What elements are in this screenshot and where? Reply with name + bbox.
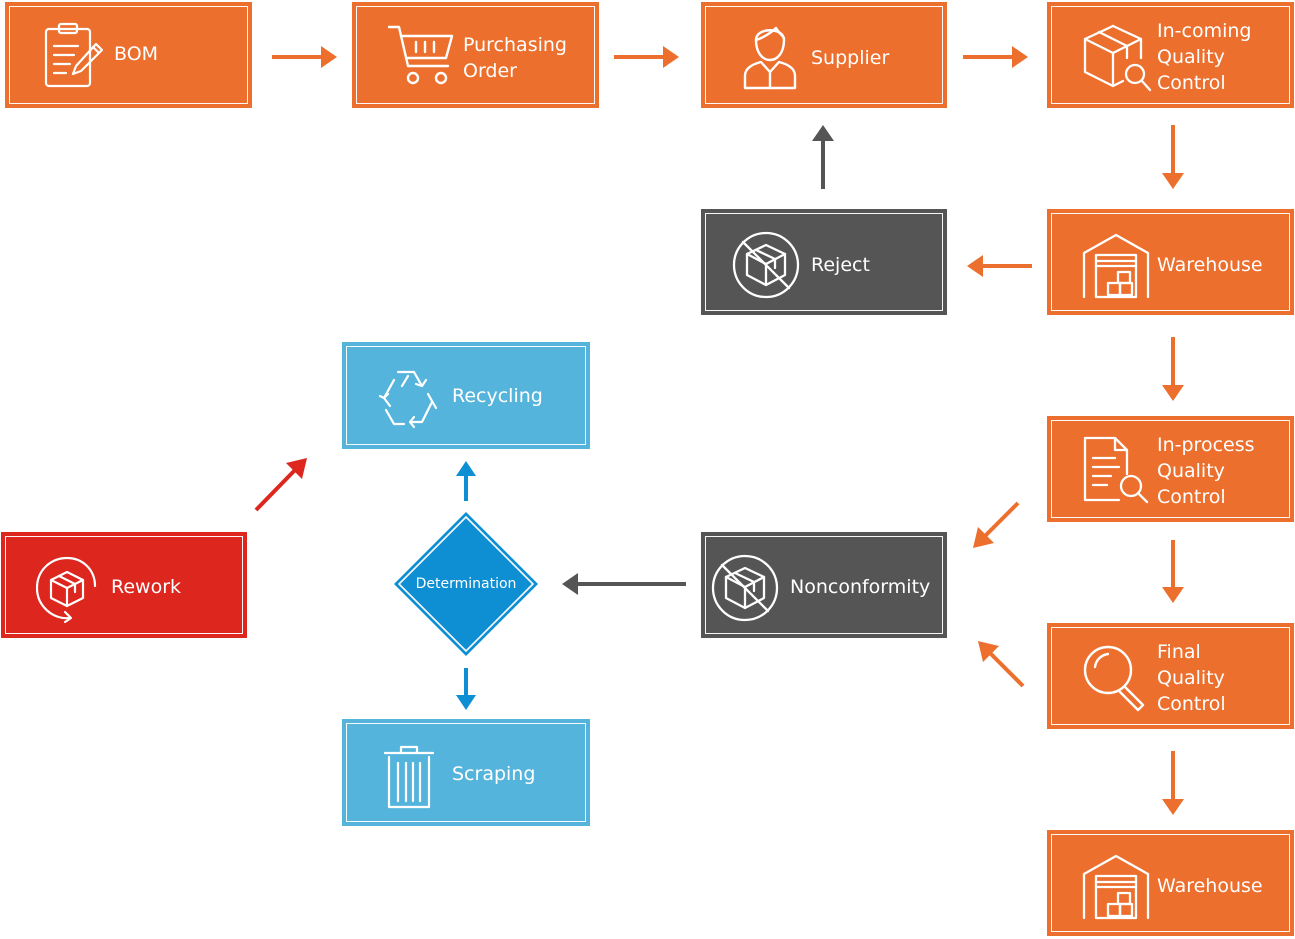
- shopping-cart-icon: [387, 25, 454, 85]
- edge-final-qc-to-warehouse: [1162, 751, 1184, 815]
- node-rework-label: Rework: [111, 576, 182, 598]
- warehouse-icon: [1082, 233, 1150, 299]
- clipboard-edit-icon: [44, 22, 104, 88]
- edge-supplier-to-incoming-qc: [963, 46, 1028, 68]
- node-warehouse-1-label: Warehouse: [1157, 254, 1263, 276]
- node-final-qc-label: Final Quality Control: [1157, 641, 1226, 715]
- node-supplier: Supplier: [701, 2, 947, 108]
- node-inprocess-qc-label: In-process Quality Control: [1157, 434, 1255, 508]
- recycle-icon: [378, 370, 438, 429]
- node-scraping: Scraping: [342, 719, 590, 826]
- box-prohibited-icon: [711, 554, 779, 622]
- node-supplier-label: Supplier: [811, 47, 890, 69]
- node-warehouse-2-label: Warehouse: [1157, 875, 1263, 897]
- edge-determination-to-scraping: [456, 668, 476, 710]
- node-nonconformity: Nonconformity: [701, 532, 947, 638]
- edge-warehouse-to-reject: [967, 255, 1032, 277]
- edge-inprocess-qc-to-final-qc: [1162, 540, 1184, 603]
- magnifier-icon: [1083, 645, 1145, 712]
- node-determination: Determination: [393, 511, 539, 657]
- edge-inprocess-qc-to-nonconformity: [973, 501, 1020, 548]
- node-recycling: Recycling: [342, 342, 590, 449]
- box-cycle-icon: [35, 556, 97, 624]
- edge-bom-to-purchasing-order: [272, 46, 337, 68]
- box-prohibited-icon: [732, 231, 800, 299]
- node-purchasing-order: Purchasing Order: [352, 2, 599, 108]
- edge-final-qc-to-nonconformity: [978, 641, 1025, 688]
- node-reject: Reject: [701, 209, 947, 315]
- node-recycling-label: Recycling: [452, 385, 543, 407]
- edge-purchasing-order-to-supplier: [614, 46, 679, 68]
- person-icon: [743, 26, 797, 90]
- document-magnifier-icon: [1083, 436, 1149, 504]
- node-rework: Rework: [1, 532, 247, 638]
- node-bom-label: BOM: [114, 43, 159, 65]
- node-reject-label: Reject: [811, 254, 870, 276]
- edge-incoming-qc-to-warehouse: [1162, 125, 1184, 189]
- node-warehouse-1: Warehouse: [1047, 209, 1294, 315]
- warehouse-icon: [1082, 854, 1150, 920]
- node-inprocess-qc: In-process Quality Control: [1047, 416, 1294, 522]
- node-scraping-label: Scraping: [452, 763, 536, 785]
- edge-determination-to-recycling: [456, 461, 476, 501]
- node-final-qc: Final Quality Control: [1047, 623, 1294, 729]
- node-determination-label: Determination: [415, 576, 517, 592]
- node-incoming-qc-label: In-coming Quality Control: [1157, 20, 1252, 94]
- node-bom: BOM: [5, 2, 252, 108]
- decision-diamond: [394, 512, 538, 656]
- edge-warehouse-to-inprocess-qc: [1162, 337, 1184, 401]
- edge-rework-to-recycling: [254, 458, 307, 512]
- trash-bin-icon: [383, 745, 435, 809]
- node-incoming-qc: In-coming Quality Control: [1047, 2, 1294, 108]
- edge-nonconformity-to-determination: [562, 573, 686, 595]
- node-purchasing-order-label: Purchasing Order: [463, 34, 567, 82]
- node-nonconformity-label: Nonconformity: [790, 576, 931, 598]
- node-warehouse-2: Warehouse: [1047, 830, 1294, 936]
- box-magnifier-icon: [1083, 24, 1152, 92]
- edge-reject-to-supplier: [812, 125, 834, 189]
